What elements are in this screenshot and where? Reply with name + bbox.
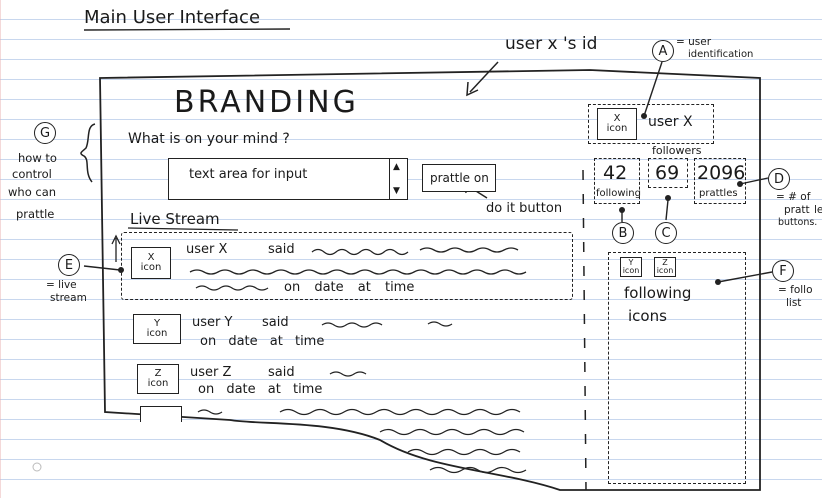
icon-letter: Y (628, 257, 634, 267)
annotation-d-line2: pratt (784, 204, 810, 216)
title-underline (83, 28, 291, 31)
prattles-stat-box[interactable]: 2096 prattles (694, 158, 746, 204)
annotation-g-line2: control (12, 167, 52, 181)
column-separator (582, 169, 587, 491)
live-stream-highlight (121, 232, 573, 300)
icon-word: icon (146, 328, 168, 339)
following-list-panel (608, 252, 746, 484)
annotation-g-line4: prattle (16, 207, 55, 221)
stream-meta: on date at time (198, 382, 323, 397)
icon-word: icon (140, 262, 162, 273)
icon-letter: X (613, 112, 621, 124)
icon-word: icon (622, 266, 640, 275)
stream-user[interactable]: user Z (190, 365, 232, 380)
annotation-a-line1: = user (676, 36, 712, 48)
annotation-b: B (612, 222, 634, 244)
following-icon-z[interactable]: Z icon (654, 257, 676, 277)
icon-word: icon (147, 378, 169, 389)
followers-count: 69 (655, 162, 680, 184)
annotation-d: D (768, 168, 790, 190)
annotation-f-line1: = follo (778, 284, 813, 296)
icon-word: icon (656, 266, 674, 275)
annotation-e-line2: stream (50, 292, 87, 304)
stream-user[interactable]: user Y (192, 315, 233, 330)
stream-said: said (262, 315, 289, 330)
branding: BRANDING (174, 85, 359, 120)
stream-user[interactable]: user X (186, 242, 228, 257)
stream-said: said (268, 365, 295, 380)
following-stat-box[interactable]: 42 following (594, 158, 641, 204)
annotation-g: G (34, 122, 56, 144)
following-panel-label-1: following (624, 284, 692, 302)
profile-box (588, 104, 714, 144)
prattles-count: 2096 (697, 162, 746, 184)
following-panel-label-2: icons (628, 307, 667, 325)
followers-stat-box[interactable]: 69 (648, 158, 688, 188)
following-icon-y[interactable]: Y icon (620, 257, 642, 277)
annotation-g-line1: how to (18, 151, 57, 165)
window-frame (99, 69, 761, 491)
prattles-label: prattles (699, 188, 738, 199)
following-count: 42 (603, 162, 628, 184)
following-label: following (596, 188, 641, 199)
live-stream-title: Live Stream (130, 210, 220, 228)
prattle-on-label: prattle on (430, 171, 489, 185)
text-area-input[interactable]: text area for input ▲ ▼ (168, 158, 408, 200)
stream-item-partial-icon (140, 406, 182, 422)
annotation-f: F (772, 260, 794, 282)
user-z-icon[interactable]: Z icon (137, 364, 179, 394)
callout-user-id: user x 's id (505, 34, 598, 54)
annotation-f-line2: list (786, 297, 802, 309)
annotation-d-line3: le (814, 204, 822, 216)
scroll-down-icon[interactable]: ▼ (393, 186, 400, 196)
annotation-c: C (655, 222, 677, 244)
text-area-scrollbar[interactable]: ▲ ▼ (389, 159, 407, 199)
icon-letter: Y (153, 317, 161, 329)
user-x-icon[interactable]: X icon (131, 247, 171, 279)
brace-g (80, 123, 96, 183)
annotation-g-line3: who can (8, 185, 57, 199)
prattle-on-button[interactable]: prattle on (422, 164, 496, 192)
stream-meta: on date at time (284, 280, 415, 295)
annotation-d-line1: = # of (776, 191, 811, 203)
page-title: Main User Interface (84, 7, 261, 28)
annotation-e-line1: = live (46, 279, 77, 291)
annotation-d-line4: buttons. (778, 217, 818, 228)
stream-meta: on date at time (200, 334, 325, 349)
text-area-placeholder: text area for input (189, 167, 308, 182)
user-y-icon[interactable]: Y icon (133, 314, 181, 344)
stream-said: said (268, 242, 295, 257)
profile-icon[interactable]: X icon (597, 108, 637, 140)
annotation-e: E (58, 254, 80, 276)
do-it-button-note: do it button (486, 201, 563, 216)
annotation-a-line2: identification (688, 49, 754, 60)
annotation-a: A (652, 40, 674, 62)
icon-letter: X (147, 251, 155, 263)
icon-letter: Z (154, 367, 162, 379)
icon-letter: Z (662, 257, 668, 267)
icon-word: icon (606, 123, 628, 134)
prompt-label: What is on your mind ? (128, 131, 290, 147)
followers-header: followers (652, 144, 702, 157)
scroll-up-icon[interactable]: ▲ (393, 162, 400, 172)
profile-username[interactable]: user X (648, 114, 693, 130)
